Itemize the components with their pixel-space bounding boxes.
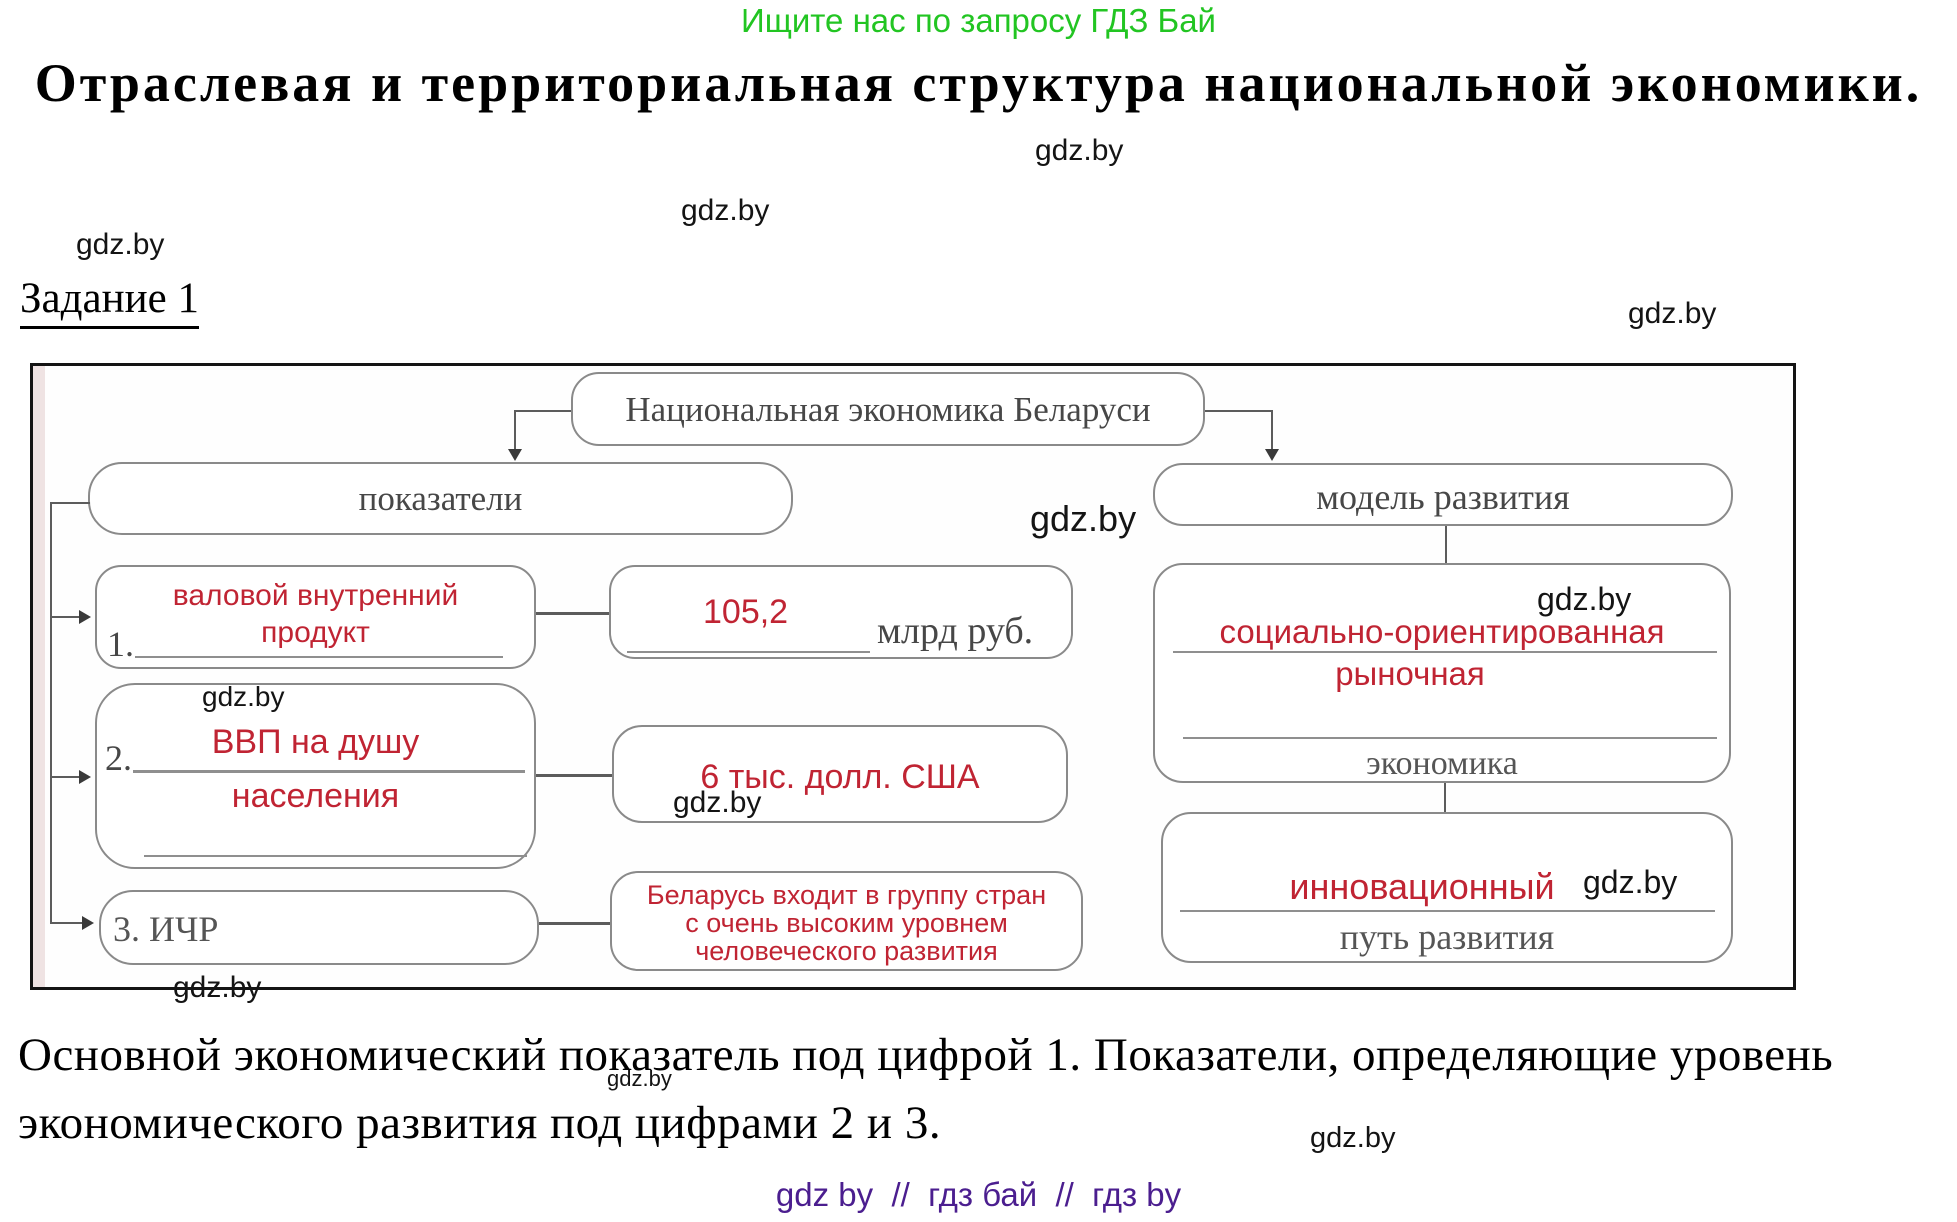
connector-line: [514, 410, 516, 452]
node-label: Национальная экономика Беларуси: [625, 390, 1151, 429]
answer-blank-line: [1183, 737, 1717, 739]
arrowhead-right: [79, 770, 91, 784]
diagram-frame: Национальная экономика Беларуси показате…: [30, 363, 1796, 990]
node-label: экономика: [1366, 745, 1518, 782]
connector-line: [514, 410, 571, 412]
value-line: Беларусь входит в группу стран: [646, 880, 1047, 910]
answer-blank-line: [1180, 910, 1715, 912]
value-line: человеческого развития: [695, 936, 998, 966]
answer-blank-line: [627, 651, 870, 653]
node-item3-value: Беларусь входит в группу стран с очень в…: [610, 871, 1083, 971]
answer-blank-line: [133, 770, 525, 773]
node-development-model: модель развития: [1153, 463, 1733, 526]
item-number: 2.: [105, 738, 132, 778]
watermark: gdz.by: [1310, 1122, 1396, 1154]
scan-artifact: [33, 366, 45, 987]
watermark: gdz.by: [673, 786, 762, 819]
watermark: gdz.by: [1583, 864, 1678, 900]
value-unit: млрд руб.: [877, 610, 1034, 652]
node-item2-answer: gdz.by 2. ВВП на душу населения: [95, 681, 536, 869]
answer-line: ВВП на душу: [211, 723, 420, 761]
connector-line: [1445, 526, 1447, 563]
connector-line: [50, 616, 82, 618]
caption-line-2: экономического развития под цифрами 2 и …: [18, 1097, 942, 1149]
node-label: показатели: [358, 479, 523, 518]
arrowhead-right: [79, 610, 91, 624]
value-answer: 6 тыс. долл. США: [700, 758, 980, 796]
answer-line: инновационный: [1289, 866, 1555, 907]
connector-line: [536, 774, 612, 777]
value-answer: 105,2: [703, 593, 789, 631]
node-item1-value: 105,2 млрд руб.: [609, 565, 1073, 659]
item-number: 1.: [107, 624, 134, 664]
value-answer: Беларусь входит в группу стран с очень в…: [612, 881, 1081, 965]
answer-line: населения: [231, 777, 400, 815]
answer-blank-line: [144, 855, 527, 857]
answer-text: валовой внутренний продукт: [97, 577, 534, 651]
watermark: gdz.by: [1628, 297, 1717, 330]
node-model-economy: gdz.by социально-ориентированная рыночна…: [1153, 563, 1731, 783]
answer-line: социально-ориентированная: [1219, 613, 1665, 650]
answer-blank-line: [135, 656, 503, 658]
node-label: модель развития: [1316, 477, 1570, 517]
node-item2-value: 6 тыс. долл. США: [612, 725, 1068, 823]
arrowhead-down: [1265, 449, 1279, 461]
answer-line: валовой внутренний: [172, 579, 459, 612]
connector-line: [50, 502, 90, 504]
connector-line: [1205, 410, 1273, 412]
watermark: gdz.by: [681, 194, 770, 227]
connector-line: [1444, 783, 1446, 812]
answer-line: рыночная: [1335, 655, 1485, 692]
watermark: gdz.by: [1030, 498, 1137, 539]
node-model-path: инновационный gdz.by путь развития: [1161, 812, 1733, 963]
connector-line: [50, 776, 82, 778]
item-label: 3. ИЧР: [113, 909, 219, 949]
connector-line: [50, 502, 52, 924]
page-title: Отраслевая и территориальная структура н…: [34, 53, 1923, 113]
node-label: путь развития: [1339, 917, 1555, 957]
watermark: gdz.by: [607, 1066, 672, 1091]
answer-line: продукт: [261, 616, 370, 649]
footer-line: gdz by // гдз бай // гдз by: [775, 1176, 1182, 1213]
node-indicators: показатели: [88, 462, 793, 535]
connector-line: [536, 612, 609, 615]
value-line: с очень высоким уровнем: [685, 908, 1008, 938]
caption-line-1: Основной экономический показатель под ци…: [18, 1029, 1834, 1081]
node-national-economy: Национальная экономика Беларуси: [571, 372, 1205, 446]
watermark: gdz.by: [1035, 134, 1124, 167]
connector-line: [50, 922, 84, 924]
watermark: gdz.by: [76, 228, 165, 261]
answer-blank-line: [1173, 651, 1717, 653]
node-item3: 3. ИЧР: [99, 890, 539, 965]
connector-line: [539, 922, 610, 925]
promo-line: Ищите нас по запросу ГДЗ Бай: [741, 2, 1216, 39]
node-item1-answer: валовой внутренний продукт 1.: [95, 565, 536, 669]
watermark: gdz.by: [173, 971, 262, 1004]
watermark: gdz.by: [202, 681, 285, 712]
task-heading: Задание 1: [20, 274, 199, 329]
watermark: gdz.by: [1537, 581, 1632, 617]
connector-line: [1271, 410, 1273, 452]
arrowhead-down: [508, 449, 522, 461]
arrowhead-right: [82, 916, 94, 930]
